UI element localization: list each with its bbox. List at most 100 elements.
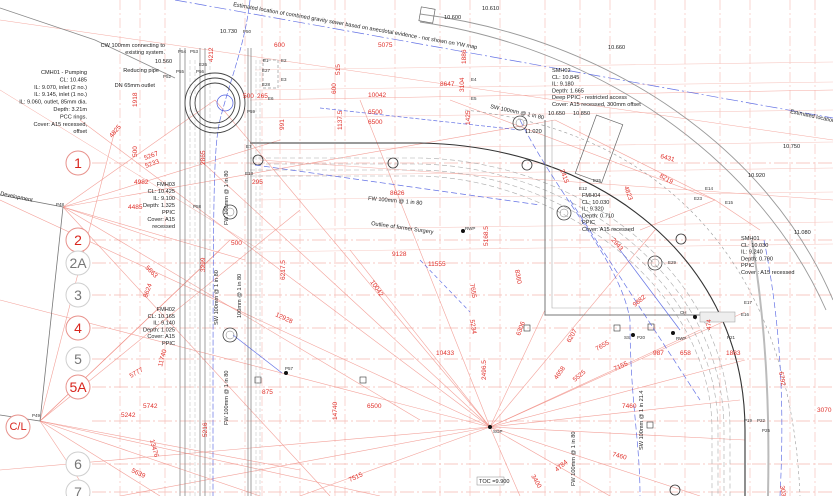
dimension-label: 6500 [367,403,382,410]
grid-bubble-label: 6 [74,456,82,472]
fmh04-note: Depth: 0.710 [582,213,614,219]
dimension-line [62,206,421,421]
fmh03-note: IL: 9.100 [153,196,175,202]
grid-line [254,243,833,253]
spot-level: 10.850 [573,111,590,117]
fmh04-note: IL: 9.320 [582,207,604,213]
dn-outlet-note: DN 65mm outlet [115,83,156,89]
point-tag: E6 [268,96,274,101]
point-tag: P48 [56,202,65,207]
point-tag: E3 [281,77,287,82]
pipe-run [174,0,833,119]
point-tag: P59 [247,109,256,114]
manhole-icon [647,255,663,271]
paving-arc [250,163,725,496]
dimension-label: 5234 [468,319,477,335]
manhole-icon [559,208,569,218]
building-outline [551,120,715,309]
road-edge [419,13,833,301]
spot-level: 10.650 [548,111,565,117]
paving-arc [250,169,719,496]
spot-level: 10.610 [482,6,499,12]
spot-level: 10.750 [783,144,800,150]
smh01-note: PPIC [741,263,754,269]
point-tag: E25 [593,178,602,183]
dimension-label: 6207 [566,328,579,344]
smh02-note: Deep PPIC - restricted access [552,95,627,101]
dimension-label: 6306 [515,320,527,336]
pipe-run [619,249,681,331]
grid-bubble-label: 1 [74,155,82,171]
dimension-label: 500 [132,146,139,157]
dimension-label: 13476 [148,439,160,459]
dimension-line [489,426,746,441]
grid-bubble-circle [65,451,91,477]
dimension-line [62,139,281,208]
dimension-label: 6500 [368,109,383,116]
dimension-label: 7155 [613,360,629,373]
dimension-label: 7460 [611,451,627,462]
smh02-note: Cover: A15 recessed, 300mm offset [552,102,641,108]
pipe-label: FW 100mm @ 1 in 80 [224,171,230,226]
paving-arc [250,175,713,496]
pipe-label: SW 100mm @ 1 in 80 [490,104,545,121]
dimension-label: 10042 [368,92,386,99]
grid-line [254,191,833,201]
grid-bubble-5a: 5A [65,374,91,400]
dimension-label: 3400 [529,474,542,490]
dimension-line [214,99,491,428]
dimension-line [39,420,301,471]
dimension-line [489,426,701,496]
grid-bubble-label: 2 [74,232,82,248]
dimension-label: 6431 [659,153,675,164]
point-tag: E28 [262,82,271,87]
grid-bubble-label: 2A [69,255,87,271]
point-tag: P56 [196,69,205,74]
grid-bubble-circle [5,414,31,440]
fmh04-note: PPIC [582,220,595,226]
dimension-label: 7655 [595,339,611,352]
cmh01-note: CL: 10.485 [60,77,87,83]
dimension-line [489,359,746,428]
point-tag: E26 [199,62,208,67]
grid-line [254,81,833,91]
dimension-label: 7515 [348,471,364,484]
dimension-label: 5742 [143,403,158,410]
dimension-label: 1883 [726,350,741,357]
point-tag: E16 [741,312,750,317]
dimension-label: 6217.5 [280,260,287,280]
dimension-label: 1886 [461,49,468,64]
dimension-line [39,129,116,422]
spot-level: 10.600 [444,15,461,21]
sewer-estimate-note: Estimated location o [790,109,833,125]
dimension-line [79,119,491,428]
point-tag: E7 [246,144,252,149]
cmh01-note: IL: 9.145, inlet (1 no.) [34,92,87,98]
gully-icon [521,159,533,171]
spot-level: 11.020 [525,129,542,135]
fmh02-note: Depth: 1.025 [143,327,175,333]
grid-bubble-circle [65,346,91,372]
cmh01-note: CMH01 - Pumping [41,70,87,76]
dimension-label: 10433 [436,350,454,357]
dimension-line [489,229,656,428]
manhole-icon [222,204,238,220]
pipe-label: FW 100mm @ 1 in 80 [368,196,423,207]
grid-bubble-label: 3 [74,287,82,303]
dimension-line [249,89,833,101]
point-tag: P55 [176,69,185,74]
pumping-chamber-icon [194,82,236,124]
fmh03-note: FMH03 [157,182,175,188]
dimension-label: 12928 [274,311,294,325]
grid-line [254,109,833,119]
point-tag: P58 [193,204,202,209]
point-tag: P57 [285,366,294,371]
dimension-label: 3070 [817,407,832,414]
dimension-label: 875 [262,389,273,396]
dimension-label: 5075 [378,42,393,49]
dimension-label: 2415 [558,168,570,184]
grid-line [254,61,833,71]
dimension-label: 11740 [157,348,168,367]
dimension-line [0,89,261,251]
